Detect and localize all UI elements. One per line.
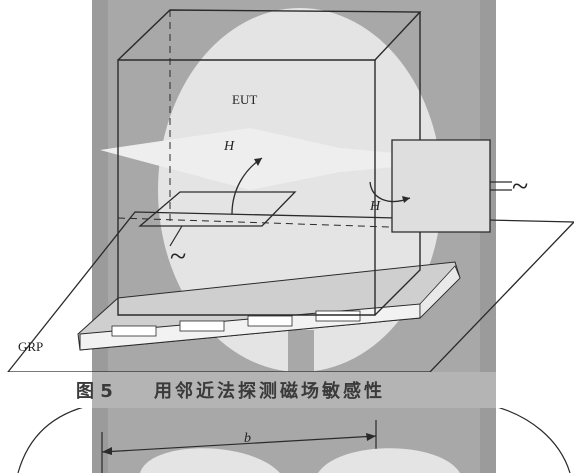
loop-probe	[138, 191, 297, 227]
figure-caption: 用邻近法探测磁场敏感性	[154, 380, 385, 402]
h-label-1: H	[223, 139, 235, 154]
h-label-2: H	[369, 199, 381, 214]
h-arrow-2-head	[402, 196, 410, 203]
circle-support	[288, 330, 314, 375]
next-figure-circle-right	[318, 448, 460, 473]
tilde-source-label: ~	[512, 170, 528, 203]
next-figure-arc	[17, 404, 93, 473]
dimension-b-label: b	[244, 431, 251, 446]
field-generator-box	[391, 139, 491, 233]
grp-label: GRP	[18, 339, 43, 354]
next-figure-circle-left	[140, 448, 280, 473]
probe-lead	[169, 225, 183, 247]
gray-strip-left	[92, 0, 108, 473]
eut-label: EUT	[232, 92, 257, 107]
dimension-arrow-left	[102, 447, 112, 455]
eut-cube	[117, 9, 422, 316]
dimension-arrow-right	[366, 433, 376, 441]
tilde-loop-label: ~	[170, 240, 186, 273]
gray-strip-right	[480, 0, 496, 473]
figure-number: 图 5	[76, 381, 113, 402]
caption-gray	[92, 372, 496, 408]
h-arrow-1-head	[254, 158, 262, 166]
next-figure-arc-right	[489, 404, 571, 473]
generator-lead	[490, 181, 512, 191]
field-plane	[100, 128, 470, 190]
cube-hidden-edges	[117, 10, 421, 229]
